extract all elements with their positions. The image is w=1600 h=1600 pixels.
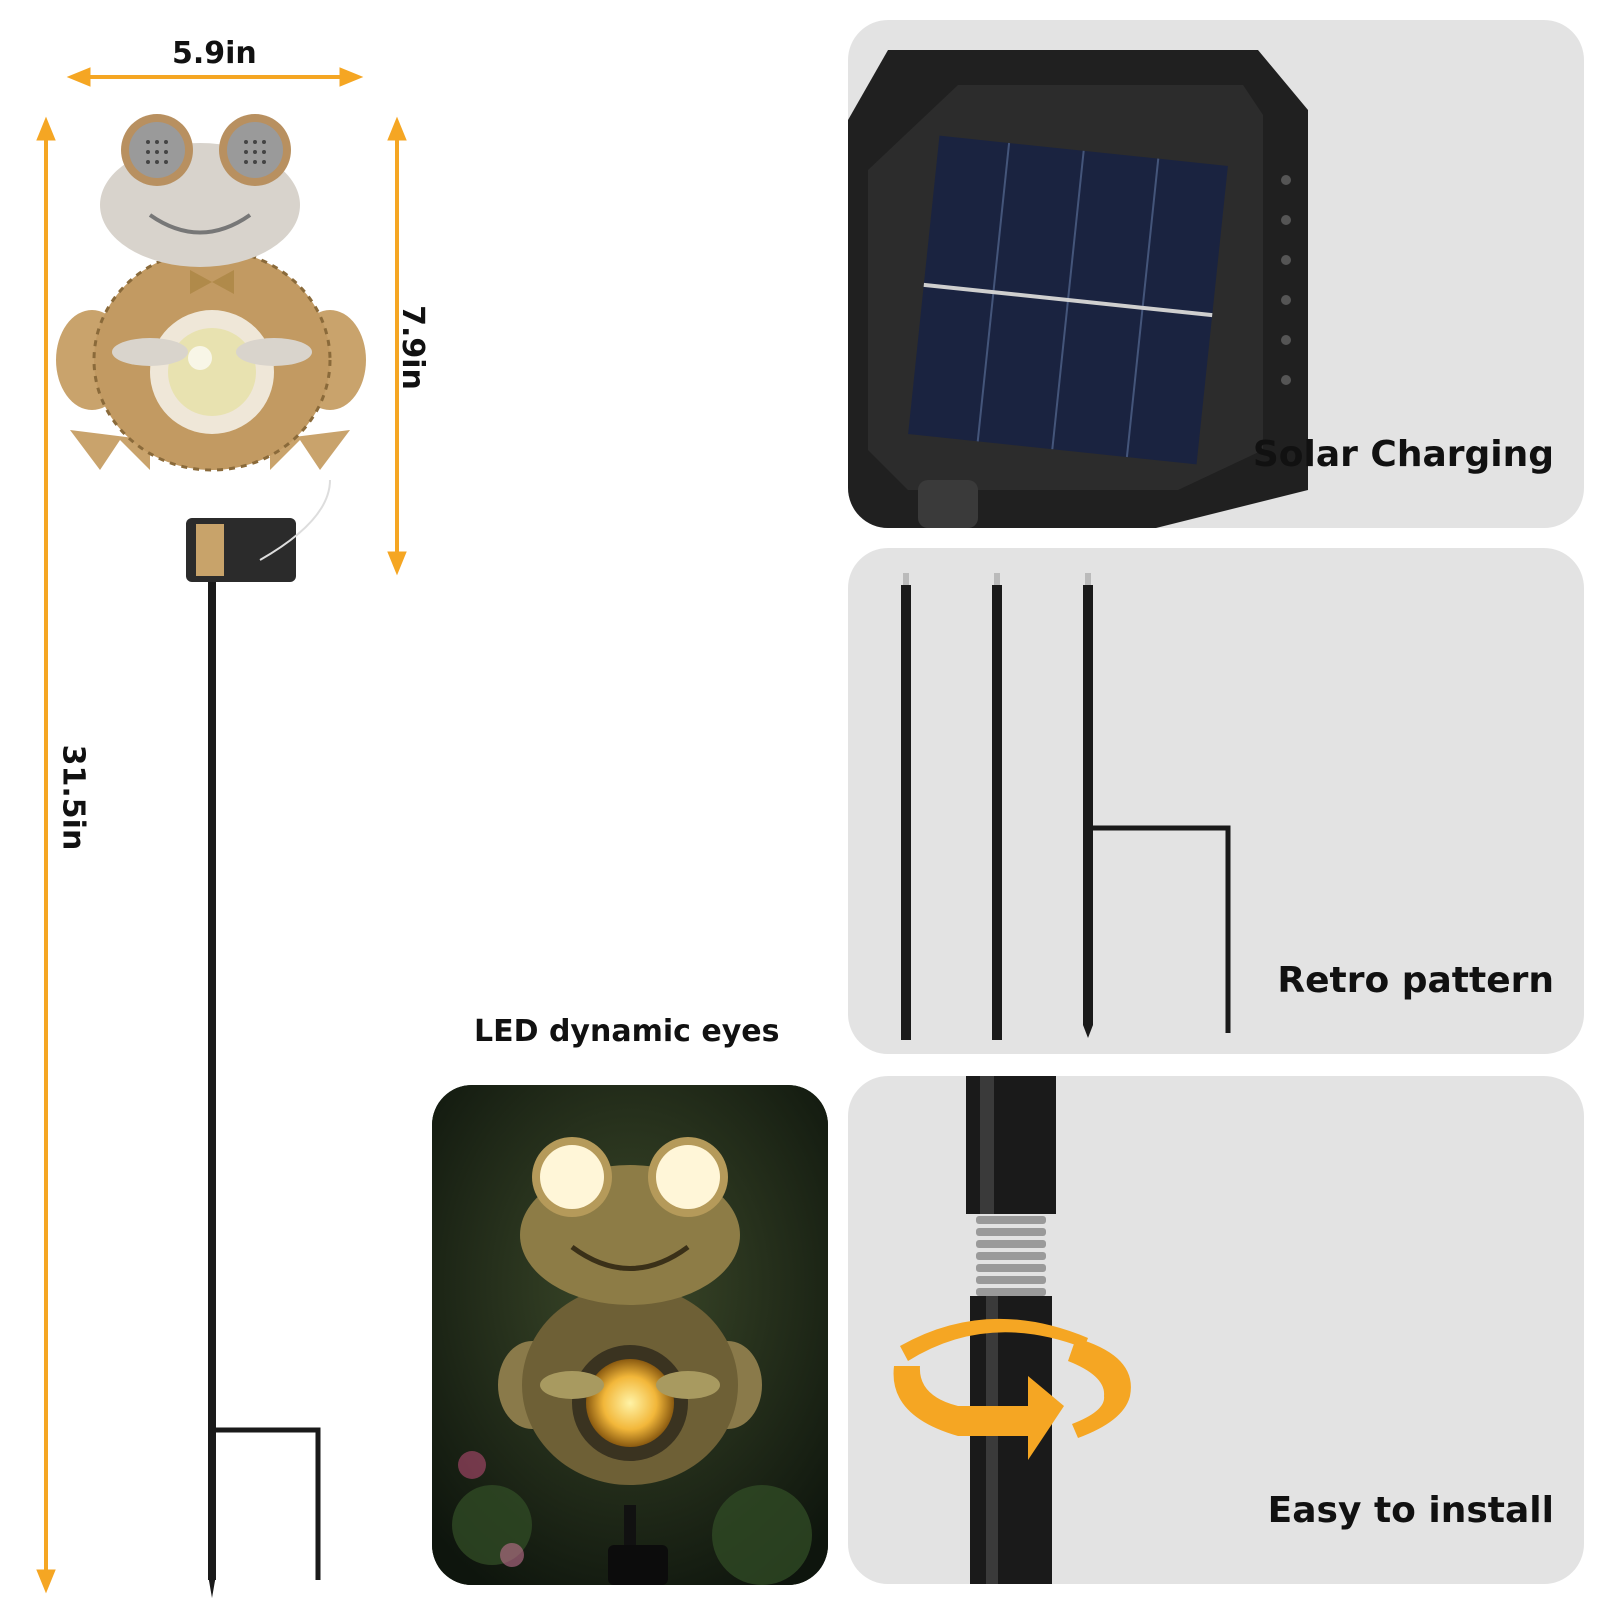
total-height-label: 31.5in (55, 744, 91, 851)
feature-caption-solar: Solar Charging (1252, 434, 1554, 475)
total-height-arrow (36, 116, 56, 1594)
width-arrow (66, 67, 364, 87)
stake-pole (208, 560, 216, 1580)
feature-panel-solar: Solar Charging (848, 20, 1584, 528)
feature-panel-install: Easy to install (848, 1076, 1584, 1584)
frog-figure (56, 114, 366, 472)
width-label: 5.9in (172, 36, 257, 71)
feature-caption-install: Easy to install (1267, 1490, 1554, 1531)
head-height-label: 7.9in (394, 305, 430, 390)
head-height-arrow (387, 116, 407, 576)
product-dimension-figure: 5.9in 7.9in 31.5in (0, 0, 430, 1600)
solar-panel-icon (848, 50, 1308, 528)
led-caption: LED dynamic eyes (474, 1014, 780, 1049)
feature-caption-retro: Retro pattern (1277, 960, 1554, 1001)
rotation-arrow (893, 1318, 1131, 1460)
stake-poles-icon (901, 573, 1231, 1040)
rotate-arrow-icon (893, 1076, 1131, 1584)
frog-stake-illustration (36, 67, 407, 1598)
feature-panel-retro: Retro pattern (848, 548, 1584, 1054)
led-night-photo (432, 1085, 828, 1585)
